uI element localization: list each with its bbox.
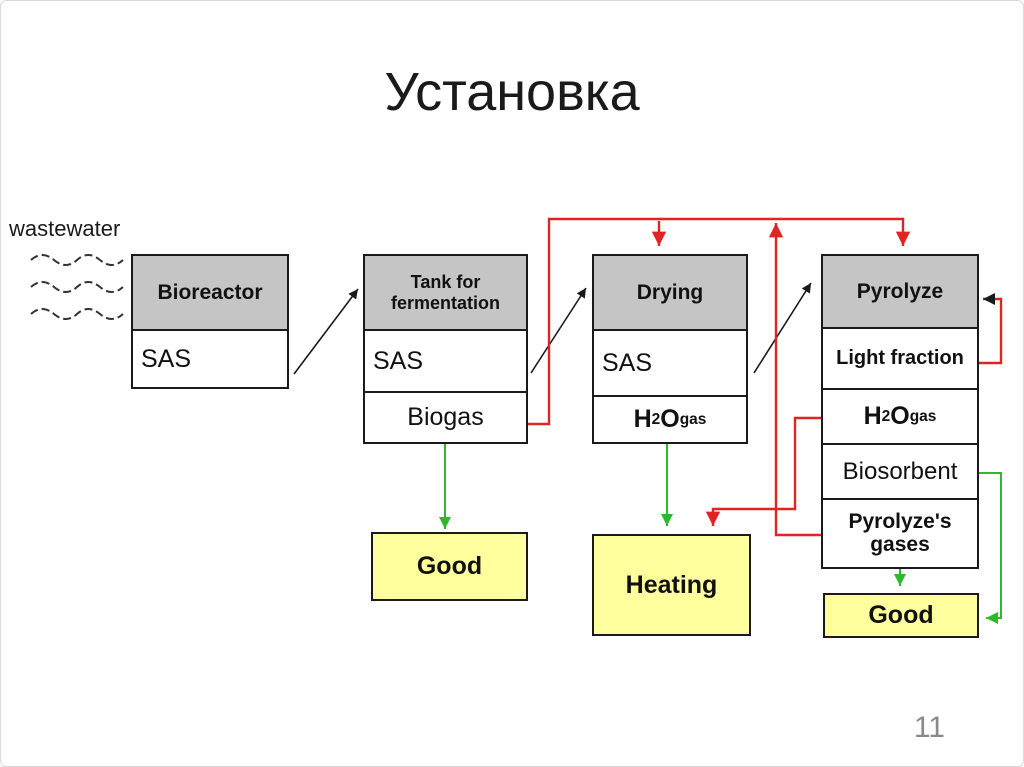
row-sas: SAS — [602, 348, 653, 377]
stage-drying-header: Drying — [594, 256, 746, 331]
stage-bioreactor: Bioreactor SAS — [131, 254, 289, 389]
row-light-fraction: Light fraction — [836, 347, 964, 369]
row-biogas: Biogas — [365, 391, 526, 442]
wastewater-label: wastewater — [9, 216, 121, 241]
row-sas: SAS — [141, 344, 192, 373]
wastewater-waves-icon — [30, 254, 124, 320]
green-flow-lines — [439, 444, 1002, 624]
output-heating: Heating — [592, 534, 751, 636]
red-flow-lines — [528, 217, 1003, 537]
output-good-left: Good — [371, 532, 528, 601]
page-number: 11 — [913, 711, 945, 744]
stage-pyrolyze-header: Pyrolyze — [823, 256, 977, 329]
slide-title: Установка — [384, 62, 640, 122]
stage-bioreactor-header: Bioreactor — [133, 256, 287, 331]
stage-tank-header: Tank for fermentation — [365, 256, 526, 331]
row-sas: SAS — [373, 346, 424, 375]
black-flow-arrows — [293, 282, 812, 375]
output-good-right: Good — [823, 593, 979, 638]
row-pyrolyze-gases: Pyrolyze's gases — [823, 498, 977, 567]
stage-tank-for-fermentation: Tank for fermentation SAS Biogas — [363, 254, 528, 444]
row-biosorbent: Biosorbent — [823, 443, 977, 498]
